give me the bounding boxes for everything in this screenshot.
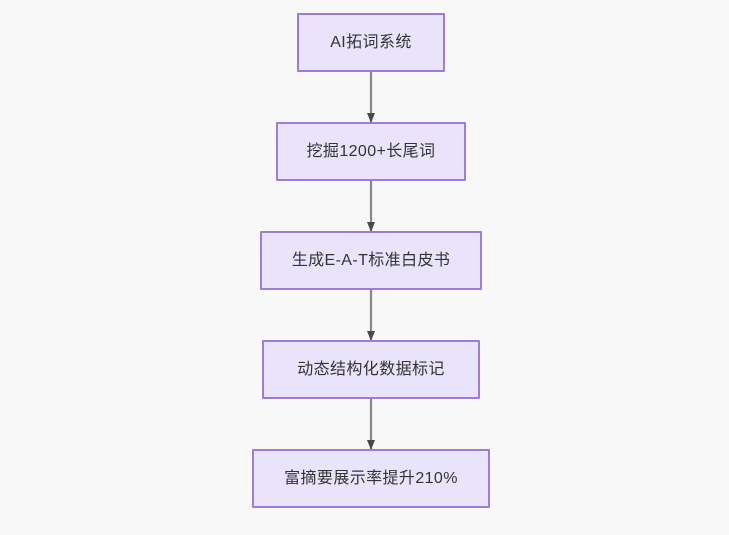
flow-node-label: 挖掘1200+长尾词 (306, 142, 436, 160)
flow-node-rich-snippet-impression-lift[interactable]: 富摘要展示率提升210% (252, 449, 490, 508)
flow-node-ai-keyword-system[interactable]: AI拓词系统 (297, 13, 445, 72)
flow-node-label: 动态结构化数据标记 (297, 360, 445, 378)
flow-node-dynamic-structured-data-markup[interactable]: 动态结构化数据标记 (262, 340, 480, 399)
flow-node-label: 生成E-A-T标准白皮书 (291, 251, 451, 269)
flow-node-generate-eat-whitepaper[interactable]: 生成E-A-T标准白皮书 (260, 231, 482, 290)
flow-node-label: 富摘要展示率提升210% (284, 469, 458, 487)
flow-node-mine-longtail-keywords[interactable]: 挖掘1200+长尾词 (276, 122, 466, 181)
flow-node-label: AI拓词系统 (330, 33, 412, 51)
